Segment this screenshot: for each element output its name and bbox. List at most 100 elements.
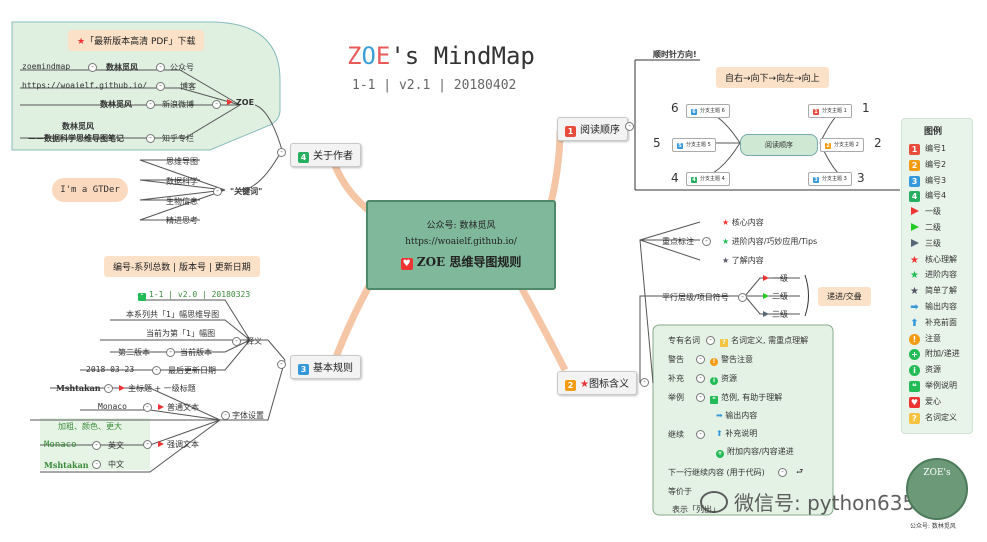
reading-center-node[interactable]: 阅读顺序 — [740, 134, 818, 156]
collapse-toggle[interactable]: - — [92, 460, 101, 469]
title-suffix: 's MindMap — [390, 42, 535, 70]
icons-topic[interactable]: 2★图标含义 — [557, 371, 637, 395]
collapse-toggle[interactable]: - — [212, 100, 221, 109]
number-3-icon: 3 — [909, 175, 920, 187]
focus-label: 重点标注 — [662, 237, 694, 246]
keyword-1: 思维导图 — [166, 157, 198, 166]
collapse-toggle[interactable]: - — [706, 336, 715, 345]
number-6-icon: 6 — [691, 109, 697, 115]
collapse-toggle[interactable]: - — [156, 63, 165, 72]
legend-label: 进阶内容 — [925, 270, 957, 280]
collapse-toggle[interactable]: - — [146, 134, 155, 143]
focus-2: ★ 进阶内容/巧妙应用/Tips — [722, 236, 817, 247]
shiyi-3: 第二版本 — [118, 348, 150, 357]
legend-label: 一级 — [925, 207, 941, 217]
collapse-toggle[interactable]: - — [702, 237, 711, 246]
collapse-toggle[interactable]: - — [696, 430, 705, 439]
collapse-toggle[interactable]: - — [146, 100, 155, 109]
order-number-2: 2 — [874, 136, 882, 150]
keyword-2: 数据科学 — [166, 177, 198, 186]
center-line1: 公众号: 数林觅风 — [426, 221, 496, 231]
legend-item: ★简单了解 — [909, 285, 957, 297]
collapse-toggle[interactable]: - — [221, 411, 230, 420]
basic-topic-label: 基本规则 — [313, 363, 353, 374]
collapse-toggle[interactable]: - — [88, 63, 97, 72]
number-1-icon: 1 — [813, 109, 819, 115]
gtd-cloud: I'm a GTDer — [52, 178, 128, 202]
center-node[interactable]: 公众号: 数林觅风 https://woaielf.github.io/ ♥ Z… — [366, 200, 556, 290]
quote-icon: ❝ — [909, 381, 920, 392]
swap-callout[interactable]: 递进/交叠 — [818, 287, 871, 306]
collapse-toggle[interactable]: - — [143, 440, 152, 449]
continue-3: +附加内容/内容递进 — [716, 446, 794, 458]
collapse-toggle[interactable]: - — [166, 348, 175, 357]
reading-callout[interactable]: 自右→向下→向左→向上 — [716, 67, 829, 88]
main-title-text: 主标题 + 一级标题 — [128, 384, 196, 393]
font-cn: 中文 — [108, 460, 124, 469]
mindmap-title: ZOE's MindMap — [347, 42, 535, 70]
keyword-4: 精进思考 — [166, 216, 198, 225]
author-download-callout[interactable]: ★「最新版本高清 PDF」下载 — [68, 30, 205, 51]
focus-text: 进阶内容/巧妙应用/Tips — [731, 237, 818, 246]
collapse-toggle[interactable]: - — [640, 378, 649, 387]
collapse-toggle[interactable]: - — [152, 366, 161, 375]
collapse-toggle[interactable]: - — [277, 360, 286, 369]
collapse-toggle[interactable]: - — [738, 293, 747, 302]
collapse-toggle[interactable]: - — [696, 393, 705, 402]
legend-label: 三级 — [925, 238, 941, 248]
collapse-toggle[interactable]: - — [156, 82, 165, 91]
term-val-1: ?名词定义, 需重点理解 — [720, 335, 808, 347]
warning-icon: ! — [710, 358, 718, 366]
number-5-icon: 5 — [677, 143, 683, 149]
level-2: 二级 — [760, 291, 788, 302]
level-3: 三级 — [760, 309, 788, 320]
equiv-label: 等价于 — [668, 487, 692, 496]
collapse-toggle[interactable]: - — [92, 441, 101, 450]
shiyi-2: 当前为第「1」幅图 — [146, 329, 216, 338]
collapse-toggle[interactable]: - — [696, 355, 705, 364]
term-val-4: ❝范例, 有助于理解 — [710, 392, 782, 404]
level-text: 一级 — [772, 274, 788, 283]
legend-label: 资源 — [925, 365, 941, 375]
arrow-up-icon: ⬆ — [716, 429, 723, 438]
normal-text: 普通文本 — [167, 403, 199, 412]
collapse-toggle[interactable]: - — [143, 403, 152, 412]
term-text: 名词定义, 需重点理解 — [731, 336, 809, 345]
legend-item: 二级 — [909, 222, 941, 234]
collapse-toggle[interactable]: - — [625, 122, 634, 131]
author-tag-zhihu: 知乎专栏 — [162, 134, 194, 143]
basic-callout[interactable]: 编号-系列总数 | 版本号 | 更新日期 — [104, 256, 260, 277]
legend-label: 爱心 — [925, 396, 941, 406]
legend-label: 编号4 — [925, 191, 947, 201]
branch-label: 分支主题 1 — [822, 108, 847, 114]
title-e: E — [375, 42, 391, 70]
collapse-toggle[interactable]: - — [778, 468, 787, 477]
author-tag-blog: 博客 — [180, 82, 196, 91]
wechat-watermark: 微信号: python6359 — [700, 487, 928, 516]
collapse-toggle[interactable]: - — [696, 374, 705, 383]
collapse-toggle[interactable]: - — [104, 384, 113, 393]
shiyi-6: 最后更新日期 — [168, 366, 216, 375]
collapse-toggle[interactable]: - — [232, 337, 241, 346]
collapse-toggle[interactable]: - — [277, 148, 286, 157]
emph-text: 强调文本 — [167, 440, 199, 449]
author-row1-left: zoemindmap — [22, 62, 71, 71]
legend-label: 举例说明 — [925, 381, 957, 390]
continue-text: 附加内容/内容递进 — [727, 447, 794, 456]
focus-text: 核心内容 — [731, 218, 764, 227]
term-key-3: 补充 — [668, 374, 684, 383]
center-line2: https://woaielf.github.io/ — [405, 237, 517, 247]
collapse-toggle[interactable]: - — [213, 187, 222, 196]
flag-icon — [763, 275, 769, 281]
continue-label: 继续 — [668, 430, 684, 439]
continue-2: ⬆ 补充说明 — [716, 428, 757, 439]
